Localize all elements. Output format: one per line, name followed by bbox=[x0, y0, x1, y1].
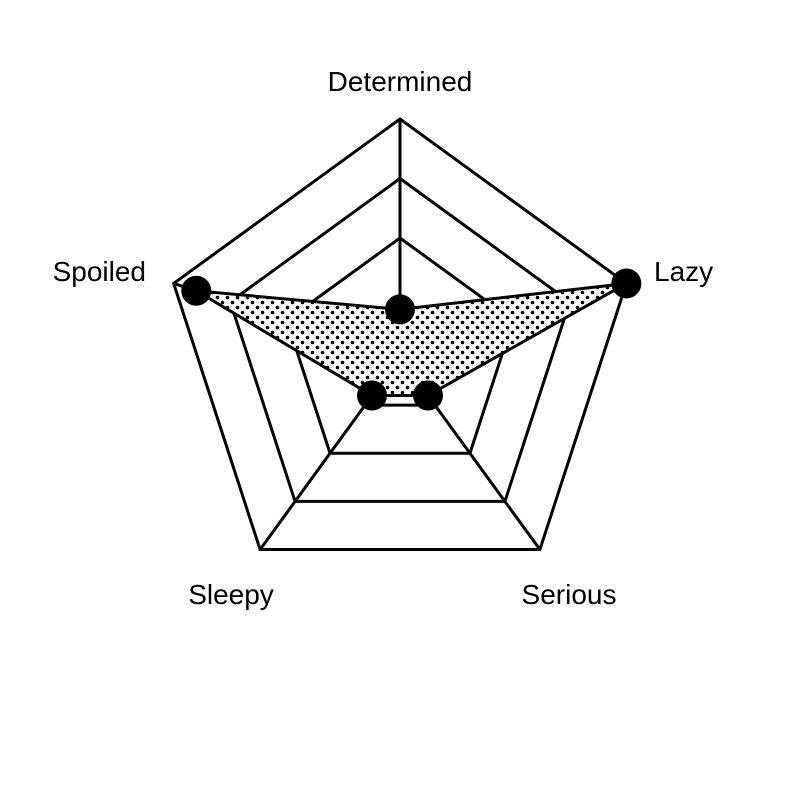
grid-ring-3 bbox=[228, 176, 572, 503]
axis-label-lazy: Lazy bbox=[654, 256, 713, 287]
axis-label-sleepy: Sleepy bbox=[188, 579, 274, 610]
series-area-0 bbox=[195, 281, 628, 398]
data-point-lazy bbox=[611, 268, 642, 299]
data-point-serious bbox=[412, 380, 443, 411]
axis-label-spoiled: Spoiled bbox=[53, 256, 146, 287]
data-point-sleepy bbox=[357, 380, 388, 411]
data-point-determined bbox=[385, 294, 415, 325]
data-point-spoiled bbox=[181, 275, 212, 306]
axis-label-serious: Serious bbox=[522, 579, 617, 610]
grid-ring-4 bbox=[171, 117, 629, 552]
radar-points bbox=[181, 268, 642, 411]
radar-series bbox=[195, 281, 628, 398]
axis-label-determined: Determined bbox=[328, 66, 473, 97]
